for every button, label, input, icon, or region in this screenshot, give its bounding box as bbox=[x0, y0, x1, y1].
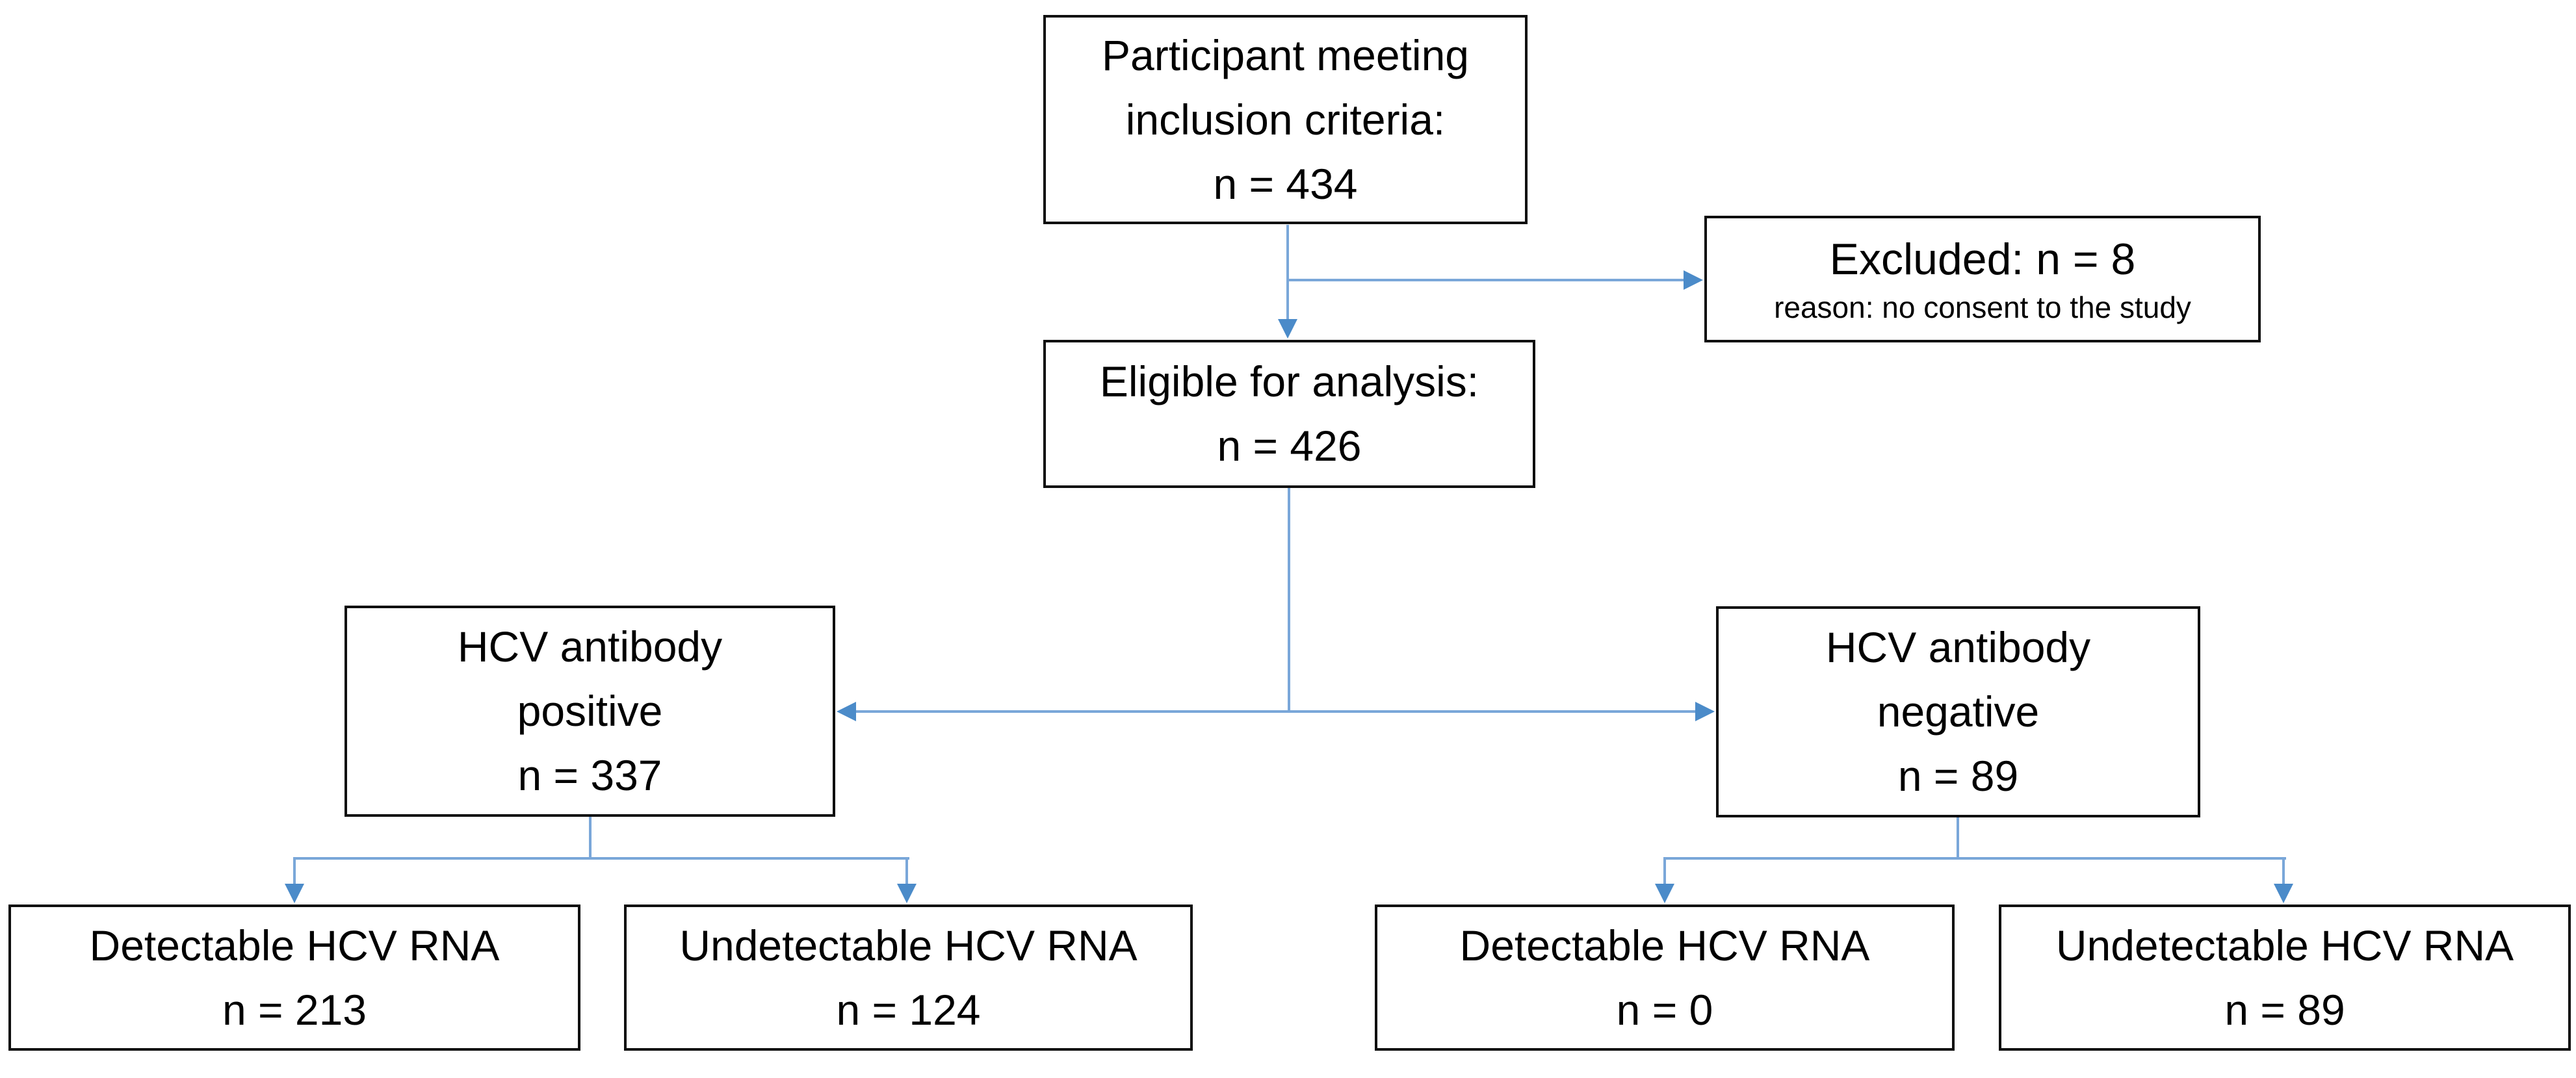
box-neg-undetect-count: n = 89 bbox=[2224, 985, 2345, 1034]
box-ab-positive-line2: positive bbox=[517, 687, 663, 735]
box-excluded-reason: reason: no consent to the study bbox=[1774, 290, 2191, 324]
arrow-down-icon bbox=[897, 884, 917, 903]
box-negative-detectable-rna: Detectable HCV RNA n = 0 bbox=[1375, 905, 1955, 1051]
box-excluded: Excluded: n = 8 reason: no consent to th… bbox=[1704, 216, 2261, 342]
box-inclusion-line1: Participant meeting bbox=[1102, 31, 1469, 79]
box-neg-detect-line1: Detectable HCV RNA bbox=[1459, 921, 1870, 969]
box-hcv-antibody-positive: HCV antibody positive n = 337 bbox=[345, 606, 835, 817]
box-pos-detect-line1: Detectable HCV RNA bbox=[89, 921, 500, 969]
connector-eligible-to-antibody-line bbox=[1288, 488, 1290, 712]
box-positive-detectable-rna: Detectable HCV RNA n = 213 bbox=[8, 905, 580, 1051]
arrow-down-icon bbox=[1655, 884, 1674, 903]
box-ab-positive-count: n = 337 bbox=[517, 751, 662, 799]
connector-positive-drop-line bbox=[589, 817, 592, 860]
box-inclusion-criteria: Participant meeting inclusion criteria: … bbox=[1043, 15, 1528, 224]
box-ab-negative-line1: HCV antibody bbox=[1825, 623, 2091, 671]
connector-to-excluded-line bbox=[1288, 279, 1686, 281]
connector-negative-left-stub bbox=[1663, 857, 1666, 885]
box-ab-negative-line2: negative bbox=[1877, 687, 2040, 736]
box-positive-undetectable-rna: Undetectable HCV RNA n = 124 bbox=[624, 905, 1193, 1051]
box-ab-positive-line1: HCV antibody bbox=[457, 622, 723, 671]
connector-inclusion-to-eligible-line bbox=[1286, 225, 1289, 319]
box-negative-undetectable-rna: Undetectable HCV RNA n = 89 bbox=[1999, 905, 2571, 1051]
box-ab-negative-count: n = 89 bbox=[1897, 752, 2019, 800]
connector-positive-right-stub bbox=[905, 857, 908, 885]
connector-negative-drop-line bbox=[1957, 817, 1959, 860]
box-hcv-antibody-negative: HCV antibody negative n = 89 bbox=[1716, 606, 2200, 817]
box-inclusion-count: n = 434 bbox=[1213, 159, 1358, 208]
arrow-down-icon bbox=[285, 884, 304, 903]
connector-negative-split-line bbox=[1663, 857, 2286, 860]
box-neg-undetect-line1: Undetectable HCV RNA bbox=[2055, 921, 2514, 969]
connector-antibody-split-line bbox=[848, 710, 1700, 713]
connector-positive-left-stub bbox=[293, 857, 296, 885]
connector-positive-split-line bbox=[293, 857, 909, 860]
arrow-right-icon bbox=[1695, 702, 1715, 721]
box-eligible: Eligible for analysis: n = 426 bbox=[1043, 340, 1535, 488]
box-excluded-title: Excluded: n = 8 bbox=[1829, 235, 2136, 285]
arrow-right-icon bbox=[1684, 270, 1703, 290]
arrow-down-icon bbox=[2274, 884, 2293, 903]
box-inclusion-line2: inclusion criteria: bbox=[1125, 95, 1446, 144]
box-pos-undetect-line1: Undetectable HCV RNA bbox=[679, 921, 1138, 969]
box-eligible-count: n = 426 bbox=[1217, 422, 1362, 470]
box-pos-detect-count: n = 213 bbox=[222, 985, 367, 1034]
box-neg-detect-count: n = 0 bbox=[1616, 985, 1713, 1034]
arrow-down-icon bbox=[1278, 319, 1297, 339]
box-eligible-line1: Eligible for analysis: bbox=[1099, 357, 1479, 405]
connector-negative-right-stub bbox=[2282, 857, 2285, 885]
arrow-left-icon bbox=[837, 702, 856, 721]
box-pos-undetect-count: n = 124 bbox=[836, 985, 981, 1034]
